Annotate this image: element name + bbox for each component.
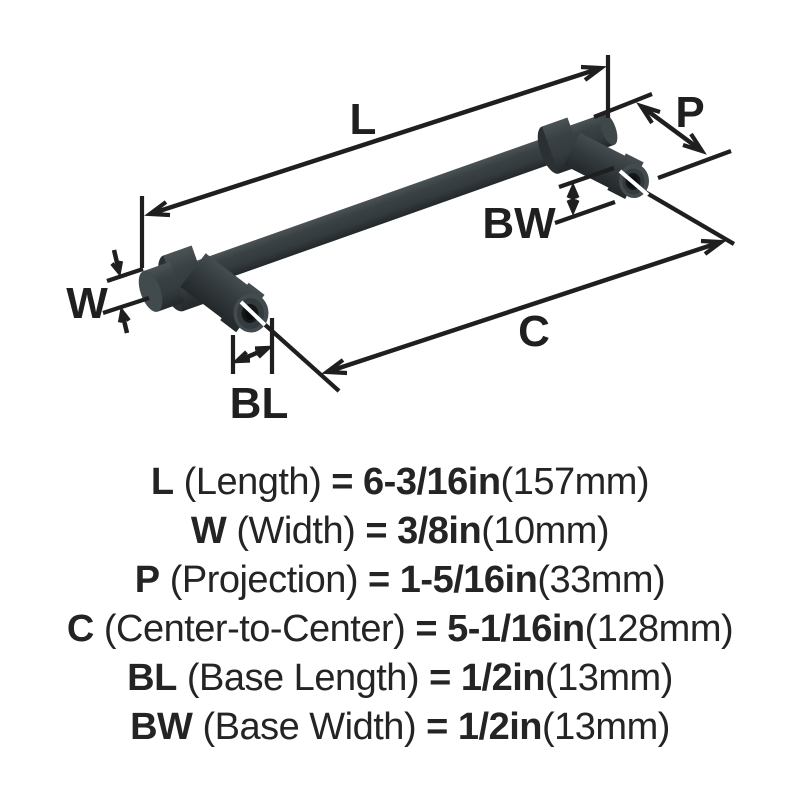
base-width-arrow-down-icon: [566, 199, 580, 216]
spec-line: W (Width) = 3/8in(10mm): [190, 510, 610, 552]
center-line-right-white: [618, 169, 650, 197]
center-extension-left: [260, 320, 341, 393]
base-width-extension-upper: [558, 166, 615, 189]
label-center: C: [518, 307, 550, 356]
base-length-arrow-left-icon: [231, 350, 251, 364]
spec-line: C (Center-to-Center) = 5-1/16in(128mm): [66, 608, 734, 650]
label-base-length: BL: [230, 379, 289, 428]
spec-line: BL (Base Length) = 1/2in(13mm): [127, 657, 673, 699]
projection-extension-lower: [657, 149, 732, 180]
spec-line: BW (Base Width) = 1/2in(13mm): [130, 706, 670, 748]
center-arrow-left-icon: [321, 358, 348, 376]
projection-arrow-bottom-icon: [682, 132, 707, 155]
length-arrow-left-icon: [144, 200, 171, 218]
handle-right-end-face: [600, 113, 618, 146]
center-arrow-right-icon: [700, 238, 727, 256]
width-arrow-upper-icon: [110, 260, 124, 277]
projection-extension-upper: [593, 92, 653, 119]
label-width: W: [66, 279, 108, 328]
base-length-arrow-right-icon: [254, 345, 274, 359]
projection-arrow-top-icon: [636, 102, 661, 125]
projection-dimension-line: [639, 104, 704, 153]
base-width-extension-lower: [554, 200, 616, 225]
base-width-arrow-up-icon: [566, 182, 580, 199]
width-tick-upper: [106, 267, 144, 283]
width-tick-lower: [102, 296, 150, 315]
base-length-arrow-shaft: [238, 346, 267, 363]
label-base-width: BW: [482, 199, 556, 248]
handle-bar: [155, 121, 599, 301]
label-length: L: [350, 95, 377, 144]
center-dimension-line: [326, 239, 722, 375]
center-extension-right: [643, 190, 736, 246]
center-line-left-white: [239, 300, 267, 327]
width-arrow-lower-icon: [117, 306, 131, 323]
spec-line: P (Projection) = 1-5/16in(33mm): [134, 559, 666, 601]
spec-lines: L (Length) = 6-3/16in(157mm) W (Width) = …: [0, 458, 800, 752]
label-projection: P: [675, 88, 704, 137]
length-arrow-right-icon: [580, 64, 607, 82]
spec-line: L (Length) = 6-3/16in(157mm): [150, 461, 650, 503]
length-dimension-line: [149, 65, 602, 217]
